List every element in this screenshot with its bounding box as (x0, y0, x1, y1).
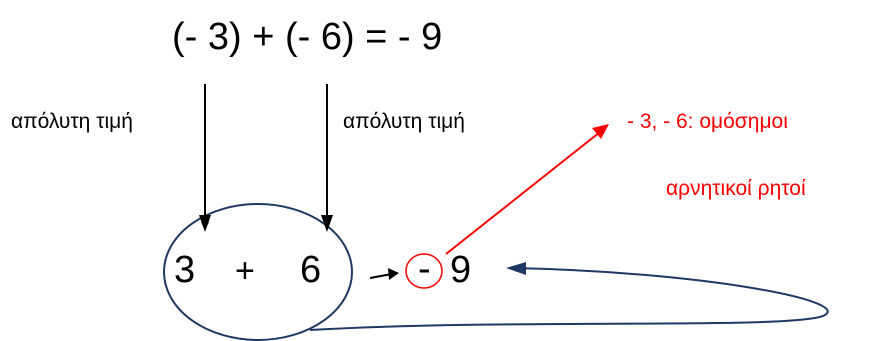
minus-highlight-circle (405, 253, 443, 289)
absolute-values-ellipse (163, 203, 353, 341)
small-right-arrow (369, 273, 393, 279)
absolute-value-label-right: απόλυτη τιμή (343, 110, 465, 133)
red-note-arrow (445, 131, 601, 255)
loop-arrow (309, 267, 829, 331)
equation-text: (- 3) + (- 6) = - 9 (172, 16, 443, 58)
absolute-value-three: 3 (174, 249, 196, 291)
same-sign-note: - 3, - 6: ομόσημοι (627, 110, 788, 133)
absolute-value-six: 6 (300, 249, 322, 291)
negative-rationals-note: αρνητικοί ρητοί (666, 177, 806, 200)
result-minus-sign: - (418, 248, 431, 290)
result-nine: 9 (450, 249, 472, 291)
absolute-value-label-left: απόλυτη τιμή (11, 110, 133, 133)
plus-sign: + (235, 252, 255, 290)
